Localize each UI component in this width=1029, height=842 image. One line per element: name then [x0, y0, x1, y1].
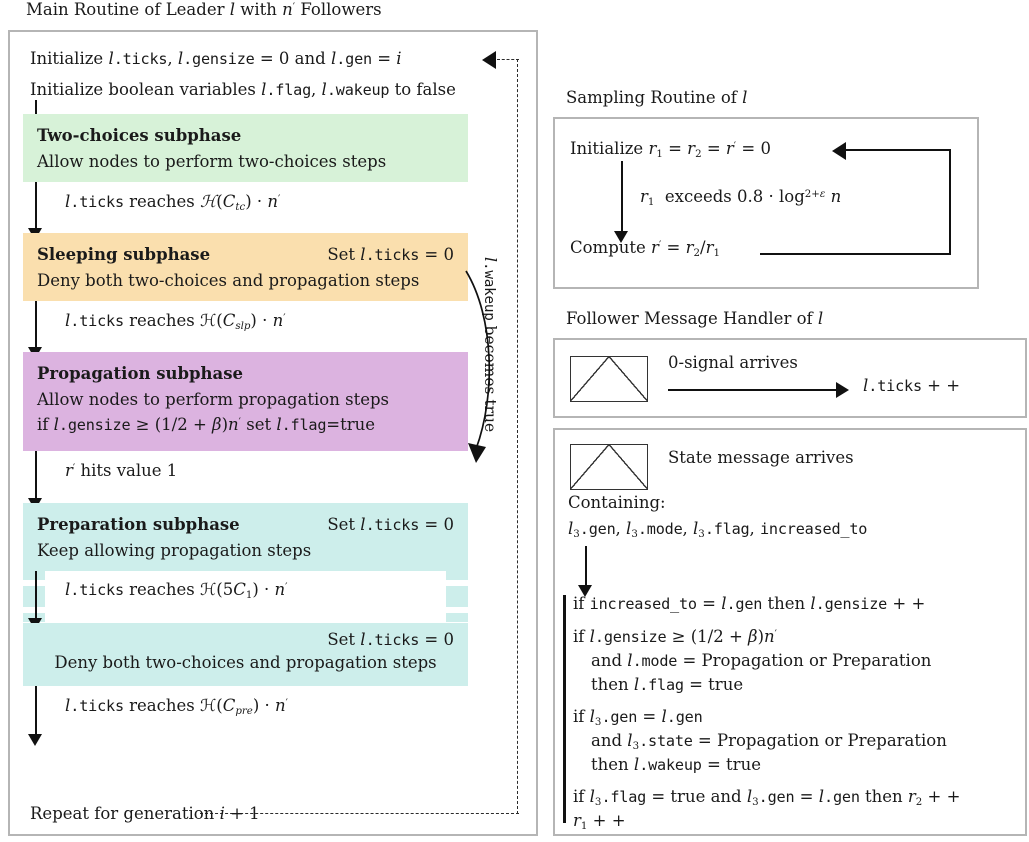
phase-two-choices[interactable]: Two-choices subphase Allow nodes to perf…	[23, 114, 468, 182]
transition-label-3: r′ hits value 1	[65, 461, 178, 480]
transition-label-5: l.ticks reaches ℋ(Cpre) · n′	[65, 696, 288, 717]
phase-propagation-body-1: Allow nodes to perform propagation steps	[37, 390, 390, 409]
statement-3-line-2: and l3.state = Propagation or Preparatio…	[591, 731, 947, 752]
arrow-line-init-to-two-choices	[35, 100, 37, 127]
arrow-head-t5	[28, 734, 42, 746]
phase-sleeping[interactable]: Sleeping subphase Set l.ticks = 0 Deny b…	[23, 233, 468, 301]
phase-two-choices-title: Two-choices subphase	[37, 126, 242, 145]
sampling-arrow-line	[621, 161, 623, 237]
arrow-line-t1	[35, 182, 37, 234]
signal-result: l.ticks + +	[863, 376, 961, 395]
init-line-1: Initialize l.ticks, l.gensize = 0 and l.…	[30, 49, 402, 68]
sampling-arrow-head	[614, 231, 628, 243]
sampling-line-1: Initialize r1 = r2 = r′ = 0	[570, 139, 771, 160]
signal-arrow-head	[836, 382, 849, 398]
cyan-dash-left	[23, 571, 45, 625]
transition-label-2: l.ticks reaches ℋ(Cslp) · n′	[65, 311, 286, 332]
containing-fields: l3.gen, l3.mode, l3.flag, increased_to	[568, 519, 868, 540]
statement-block-bar	[563, 595, 566, 823]
phase-final-sleep[interactable]: Set l.ticks = 0 Deny both two-choices an…	[23, 623, 468, 686]
sampling-loop-bottom	[760, 253, 951, 255]
transition-label-1: l.ticks reaches ℋ(Ctc) · n′	[65, 192, 281, 213]
statement-4-line-1: if l3.flag = true and l3.gen = l.gen the…	[573, 787, 961, 808]
main-routine-caption: Main Routine of Leader l with n′ Followe…	[26, 0, 382, 19]
state-handler-panel: State message arrives Containing: l3.gen…	[553, 428, 1027, 836]
cyan-dash-right	[446, 571, 468, 625]
sampling-line-2: Compute r′ = r2/r1	[570, 238, 720, 259]
loop-arrowhead-icon	[482, 51, 496, 69]
arrow-line-t5	[35, 686, 37, 740]
phase-sleeping-title: Sleeping subphase	[37, 245, 211, 264]
sampling-loop-right	[949, 149, 951, 254]
main-routine-panel: Initialize l.ticks, l.gensize = 0 and l.…	[8, 30, 538, 836]
sampling-routine-panel: Initialize r1 = r2 = r′ = 0 r1 exceeds 0…	[553, 117, 979, 289]
phase-preparation-right-label: Set l.ticks = 0	[327, 515, 454, 534]
phase-final-sleep-body: Deny both two-choices and propagation st…	[54, 653, 437, 672]
statement-3-line-1: if l3.gen = l.gen	[573, 707, 703, 728]
loop-dash-top	[497, 59, 519, 60]
envelope-icon	[570, 356, 648, 402]
transition-label-4: l.ticks reaches ℋ(5C1) · n′	[65, 580, 288, 601]
statement-2-line-1: if l.gensize ≥ (1/2 + β)n′	[573, 627, 777, 646]
wakeup-curved-arrow	[465, 270, 491, 463]
arrow-line-t2	[35, 301, 37, 353]
signal-label: 0-signal arrives	[668, 353, 798, 372]
state-arrow-line	[585, 546, 587, 591]
statement-1: if increased_to = l.gen then l.gensize +…	[573, 594, 926, 613]
loop-dash-right	[517, 59, 518, 814]
statement-4-line-2: r1 + +	[573, 811, 626, 832]
state-envelope-label: State message arrives	[668, 448, 854, 467]
signal-arrow-line	[668, 389, 838, 391]
phase-final-sleep-right-label: Set l.ticks = 0	[327, 630, 454, 649]
phase-preparation-body: Keep allowing propagation steps	[37, 541, 312, 560]
phase-propagation-title: Propagation subphase	[37, 364, 244, 383]
phase-preparation[interactable]: Preparation subphase Set l.ticks = 0 Kee…	[23, 503, 468, 571]
statement-2-line-2: and l.mode = Propagation or Preparation	[591, 651, 932, 670]
init-line-2: Initialize boolean variables l.flag, l.w…	[30, 80, 456, 99]
follower-handler-caption: Follower Message Handler of l	[566, 309, 824, 328]
phase-propagation-body-2: if l.gensize ≥ (1/2 + β)n′ set l.flag=tr…	[37, 415, 376, 434]
sampling-edge-label: r1 exceeds 0.8 · log2+ε n	[640, 187, 842, 208]
containing-label: Containing:	[568, 493, 666, 512]
phase-two-choices-body: Allow nodes to perform two-choices steps	[37, 152, 387, 171]
sampling-loop-top	[845, 149, 951, 151]
state-arrow-head	[578, 585, 592, 597]
arrow-line-t3	[35, 451, 37, 504]
sampling-routine-caption: Sampling Routine of l	[566, 88, 748, 107]
loop-dash-bottom	[200, 813, 519, 814]
sampling-loop-arrowhead-icon	[832, 142, 846, 160]
statement-2-line-3: then l.flag = true	[591, 675, 744, 694]
repeat-label: Repeat for generation i + 1	[30, 804, 260, 823]
phase-preparation-title: Preparation subphase	[37, 515, 240, 534]
follower-handler-panel: 0-signal arrives l.ticks + +	[553, 338, 1027, 418]
phase-sleeping-body: Deny both two-choices and propagation st…	[37, 271, 420, 290]
arrow-line-t4	[35, 571, 37, 624]
phase-propagation[interactable]: Propagation subphase Allow nodes to perf…	[23, 352, 468, 451]
phase-sleeping-right-label: Set l.ticks = 0	[327, 245, 454, 264]
statement-3-line-3: then l.wakeup = true	[591, 755, 761, 774]
envelope-icon-state	[570, 444, 648, 490]
